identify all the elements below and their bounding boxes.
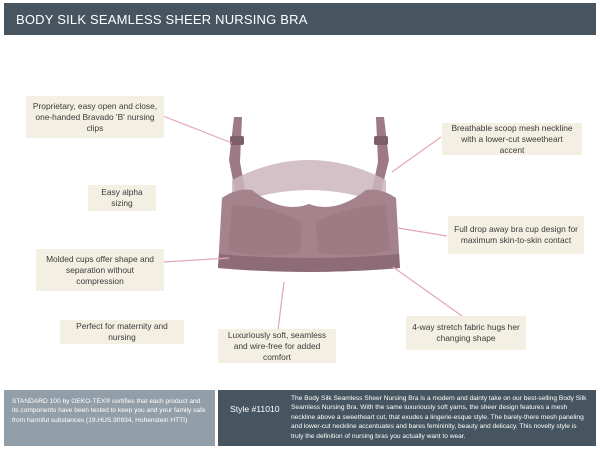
callout-molded: Molded cups offer shape and separation w… xyxy=(36,249,164,291)
leader-soft xyxy=(277,281,285,331)
callout-clips: Proprietary, easy open and close, one-ha… xyxy=(26,96,164,138)
leader-drop xyxy=(397,227,448,237)
right-clip xyxy=(374,136,388,145)
callout-sizing: Easy alpha sizing xyxy=(88,185,156,211)
left-cup xyxy=(228,205,302,256)
style-number: Style #11010 xyxy=(230,404,280,414)
underband xyxy=(218,254,400,272)
callout-maternity: Perfect for maternity and nursing xyxy=(60,320,184,344)
leader-molded xyxy=(162,257,230,263)
certification-panel: STANDARD 100 by OEKO-TEX® certifies that… xyxy=(4,390,215,446)
product-description: The Body Silk Seamless Sheer Nursing Bra… xyxy=(291,395,587,440)
callout-stretch: 4-way stretch fabric hugs her changing s… xyxy=(406,316,526,350)
callout-drop: Full drop away bra cup design for maximu… xyxy=(448,216,584,254)
callout-soft: Luxuriously soft, seamless and wire-free… xyxy=(218,329,336,363)
callout-neckline: Breathable scoop mesh neckline with a lo… xyxy=(442,123,582,155)
mesh-neckline xyxy=(232,160,386,205)
leader-stretch xyxy=(392,266,463,317)
certification-text: STANDARD 100 by OEKO-TEX® certifies that… xyxy=(12,398,206,424)
leader-clips xyxy=(162,115,233,144)
product-illustration xyxy=(162,115,463,331)
description-panel: Style #11010 The Body Silk Seamless Shee… xyxy=(218,390,596,446)
left-clip xyxy=(230,136,244,145)
right-cup xyxy=(316,205,390,256)
product-title: BODY SILK SEAMLESS SHEER NURSING BRA xyxy=(16,12,308,27)
leader-neckline xyxy=(391,136,442,173)
header-bar: BODY SILK SEAMLESS SHEER NURSING BRA xyxy=(4,3,596,35)
